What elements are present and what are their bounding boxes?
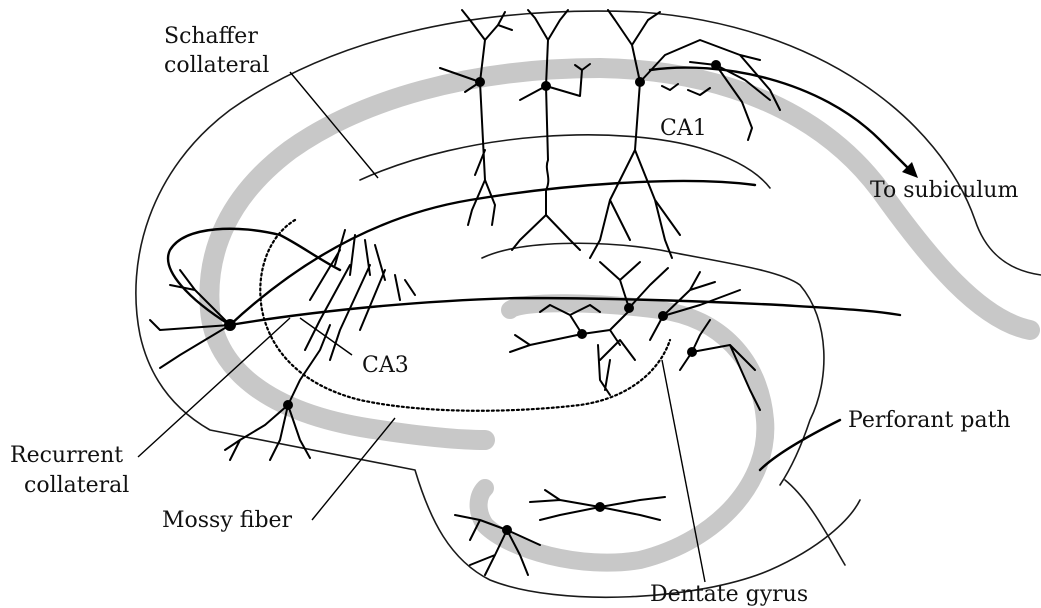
hilar-cell: [530, 490, 665, 520]
perforant-path-label: Perforant path: [848, 408, 1011, 433]
ca3-leader: [300, 318, 352, 355]
ca3-apical-tuft: [305, 230, 415, 360]
mossy-fiber-label: Mossy fiber: [162, 508, 293, 533]
schaffer-collateral-label-line2: collateral: [164, 53, 269, 78]
recurrent-collateral-label: Recurrent: [10, 443, 123, 468]
dentate-gyrus-label: Dentate gyrus: [650, 582, 808, 607]
dentate-lower-outline: [785, 480, 845, 565]
dentate-upper-outline: [482, 243, 824, 485]
schaffer-leader: [290, 72, 378, 178]
ca1-label: CA1: [660, 116, 707, 141]
ca3-label: CA3: [362, 353, 409, 378]
to-subiculum-label: To subiculum: [870, 178, 1018, 203]
ca1-inner-outline: [360, 135, 770, 188]
schaffer-collateral-label: Schaffer: [164, 24, 258, 49]
granule-dendrite-bundle: [598, 340, 635, 395]
ca1-neuron-1: [440, 10, 512, 225]
ca1-neuron-2: [512, 10, 590, 250]
recurrent-collateral-label-line2: collateral: [24, 473, 129, 498]
